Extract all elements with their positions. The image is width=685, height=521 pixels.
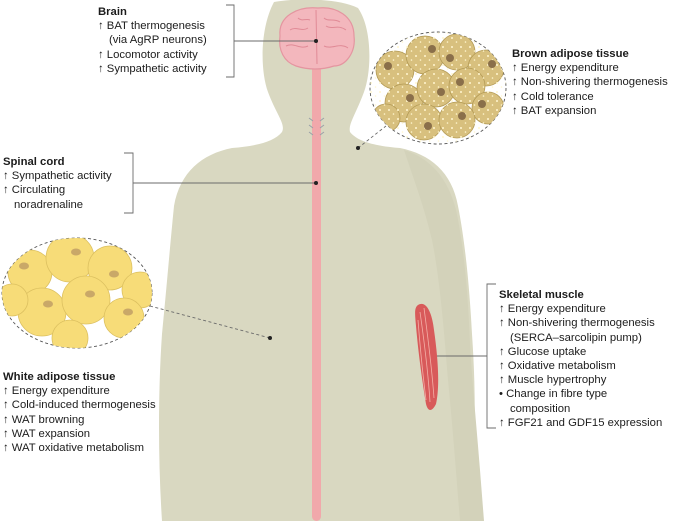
- bat-label-block: Brown adipose tissue ↑ Energy expenditur…: [512, 47, 668, 118]
- wat-label-block: White adipose tissue ↑ Energy expenditur…: [3, 370, 156, 455]
- brain-title: Brain: [98, 6, 127, 18]
- bat-effect-3: ↑ Cold tolerance: [512, 90, 594, 103]
- brain-effect-3: ↑ Sympathetic activity: [98, 62, 207, 75]
- brain-label-block: Brain ↑ BAT thermogenesis (via AgRP neur…: [98, 5, 207, 76]
- wat-effect-1: ↑ Energy expenditure: [3, 385, 110, 398]
- wat-title: White adipose tissue: [3, 371, 116, 383]
- brain-icon: [279, 7, 355, 70]
- bat-effect-4: ↑ BAT expansion: [512, 104, 597, 117]
- muscle-effect-6-detail: composition: [510, 402, 571, 415]
- muscle-effect-6: • Change in fibre type: [499, 388, 608, 401]
- brown-fat-cells-icon: [369, 31, 507, 145]
- brain-effect-1: ↑ BAT thermogenesis: [98, 20, 205, 33]
- bat-title: Brown adipose tissue: [512, 48, 629, 60]
- muscle-effect-5: ↑ Muscle hypertrophy: [499, 374, 607, 387]
- wat-effect-5: ↑ WAT oxidative metabolism: [3, 442, 145, 455]
- spinal-cord-effect-1: ↑ Sympathetic activity: [3, 170, 112, 183]
- muscle-effect-1: ↑ Energy expenditure: [499, 303, 606, 316]
- spinal-cord-title: Spinal cord: [3, 156, 65, 168]
- muscle-label-block: Skeletal muscle ↑ Energy expenditure ↑ N…: [499, 288, 662, 430]
- muscle-title: Skeletal muscle: [499, 289, 584, 301]
- spinal-cord-label-block: Spinal cord ↑ Sympathetic activity ↑ Cir…: [3, 155, 112, 212]
- muscle-effect-4: ↑ Oxidative metabolism: [499, 360, 616, 373]
- brain-effect-2: ↑ Locomotor activity: [98, 48, 198, 61]
- wat-effect-2: ↑ Cold-induced thermogenesis: [3, 399, 156, 412]
- white-fat-cells-icon: [1, 237, 153, 349]
- spinal-cord-icon: [312, 55, 321, 521]
- bat-effect-1: ↑ Energy expenditure: [512, 62, 619, 75]
- brain-effect-1-detail: (via AgRP neurons): [109, 34, 207, 47]
- muscle-effect-3: ↑ Glucose uptake: [499, 345, 587, 358]
- skeletal-muscle-icon: [415, 303, 439, 410]
- spinal-cord-effect-2: ↑ Circulating: [3, 184, 66, 197]
- wat-effect-3: ↑ WAT browning: [3, 413, 85, 426]
- muscle-effect-2: ↑ Non-shivering thermogenesis: [499, 317, 655, 330]
- wat-effect-4: ↑ WAT expansion: [3, 427, 91, 440]
- muscle-effect-7: ↑ FGF21 and GDF15 expression: [499, 416, 663, 429]
- spinal-cord-effect-2-detail: noradrenaline: [14, 198, 84, 211]
- bat-effect-2: ↑ Non-shivering thermogenesis: [512, 76, 668, 89]
- muscle-effect-2-detail: (SERCA–sarcolipin pump): [510, 331, 642, 344]
